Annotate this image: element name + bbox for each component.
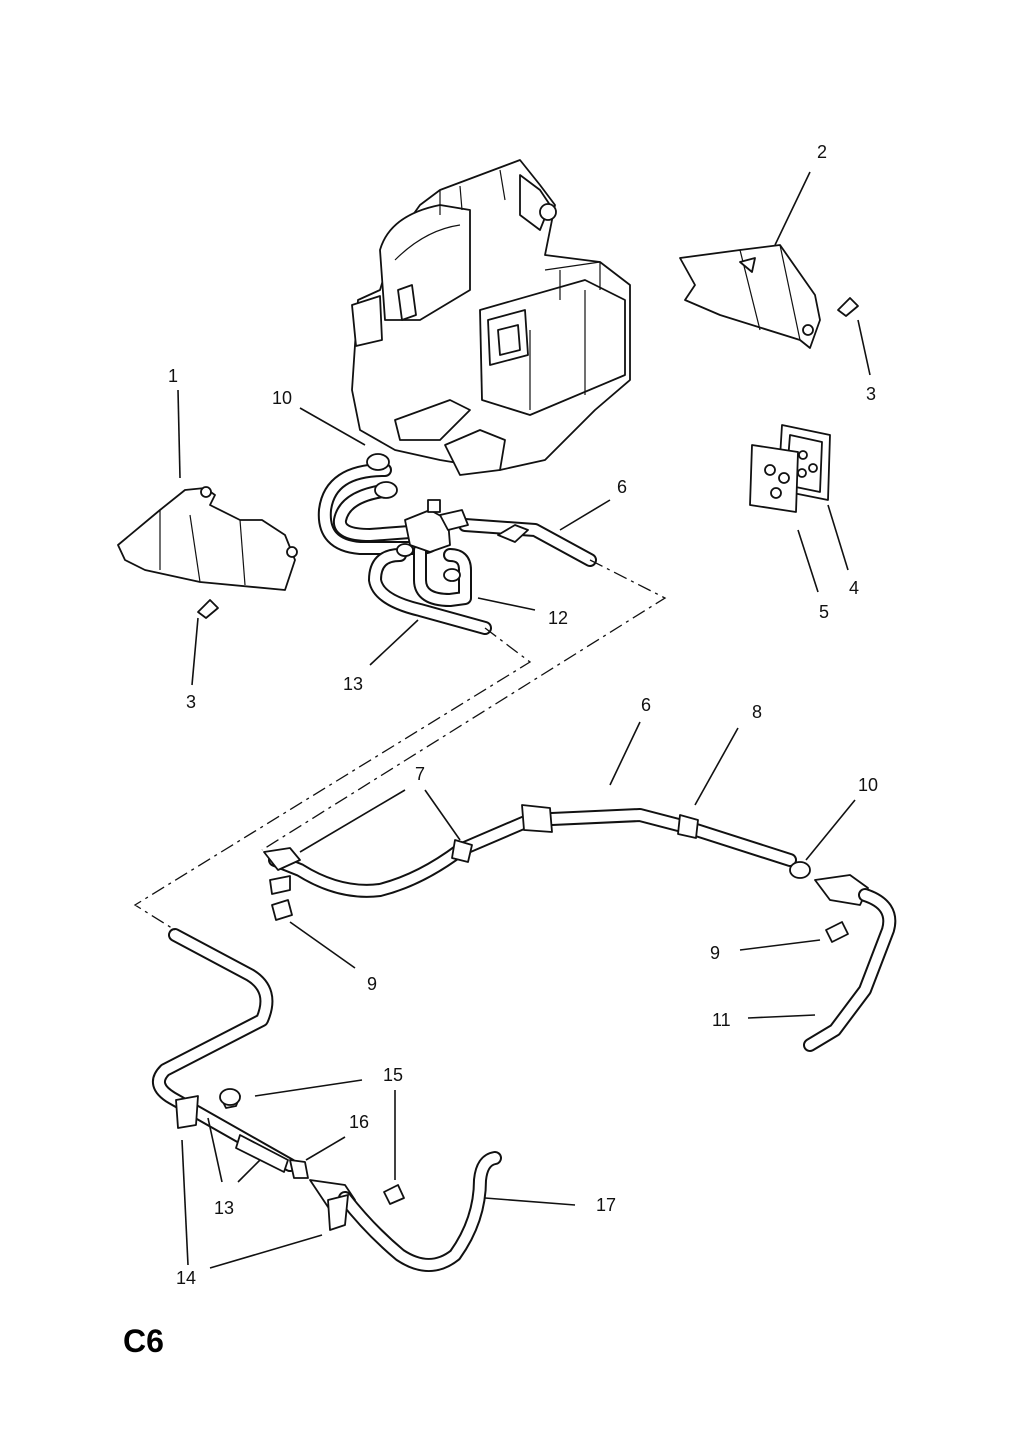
callout-8: 8 — [752, 702, 762, 722]
callout-10-upper: 10 — [272, 388, 292, 408]
lower-hose-assembly — [263, 804, 897, 1052]
cover-part-2 — [679, 244, 821, 349]
callout-1: 1 — [168, 366, 178, 386]
callout-3-right: 3 — [866, 384, 876, 404]
callout-2: 2 — [817, 142, 827, 162]
callout-13-lower: 13 — [214, 1198, 234, 1218]
callout-6-upper: 6 — [617, 477, 627, 497]
connection-lines — [133, 559, 667, 931]
callout-10-right: 10 — [858, 775, 878, 795]
callout-11: 11 — [712, 1010, 731, 1030]
callout-16: 16 — [349, 1112, 369, 1132]
callout-3-left: 3 — [186, 692, 196, 712]
callout-7: 7 — [415, 764, 425, 784]
callout-13-upper: 13 — [343, 674, 363, 694]
callout-14: 14 — [176, 1268, 196, 1288]
callout-6-lower: 6 — [641, 695, 651, 715]
leader-lines — [177, 171, 871, 1269]
callout-labels: 1 2 3 3 4 5 6 6 7 8 9 9 10 10 11 12 13 1… — [168, 142, 878, 1288]
cover-part-1 — [117, 486, 298, 591]
callout-12: 12 — [548, 608, 568, 628]
page-title: C6 — [123, 1323, 164, 1359]
gasket-parts — [749, 424, 831, 513]
callout-15: 15 — [383, 1065, 403, 1085]
bottom-hose-assembly — [151, 928, 502, 1272]
callout-9-left: 9 — [367, 974, 377, 994]
callout-9-right: 9 — [710, 943, 720, 963]
callout-4: 4 — [849, 578, 859, 598]
upper-hose-assembly — [317, 453, 597, 635]
screw-fixings — [197, 297, 859, 619]
callout-5: 5 — [819, 602, 829, 622]
heater-unit-assembly — [351, 159, 631, 476]
callout-17: 17 — [596, 1195, 616, 1215]
